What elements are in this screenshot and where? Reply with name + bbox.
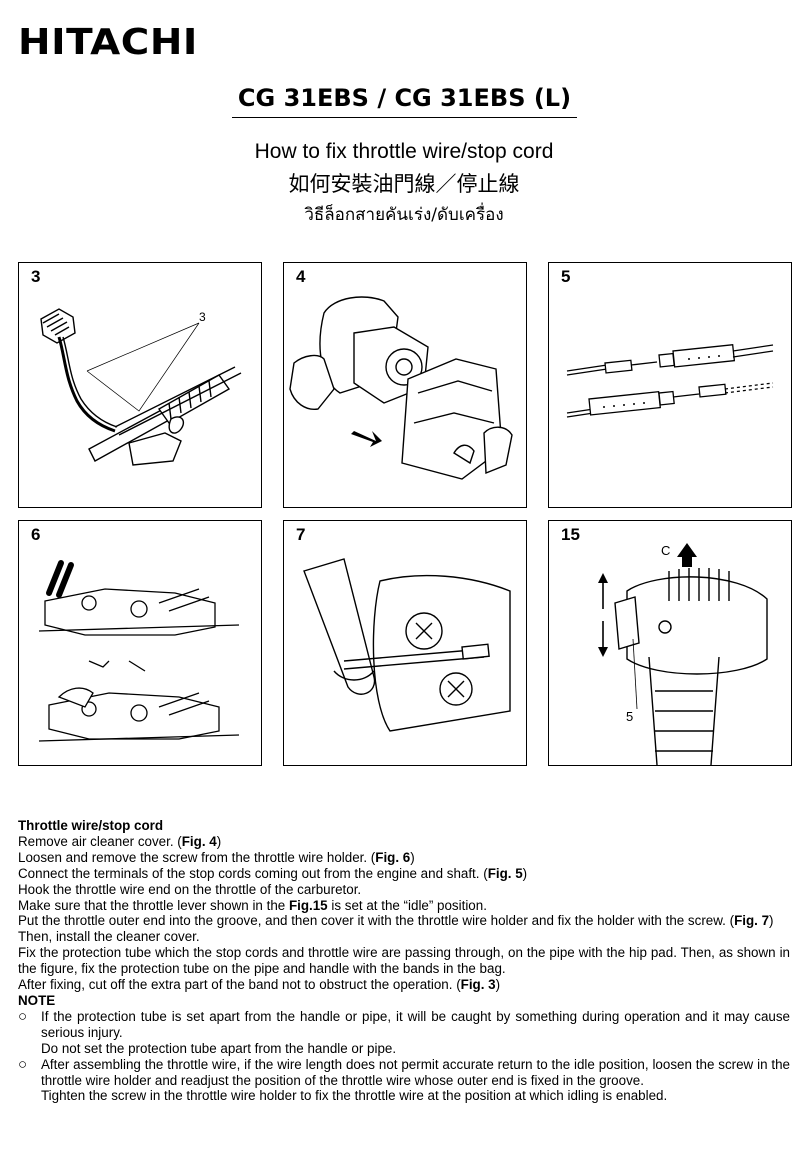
bullet-icon: ○ [18, 1007, 28, 1025]
step: After fixing, cut off the extra part of … [18, 977, 501, 993]
note-item: ○ After assembling the throttle wire, if… [18, 1055, 790, 1104]
figure-4-illustration [289, 296, 513, 480]
figure-3-illustration: 3 [40, 308, 242, 466]
note-heading: NOTE [18, 992, 56, 1008]
figure-7: 7 [283, 520, 527, 766]
figure-5-illustration [566, 344, 774, 418]
title-thai: วิธีล็อกสายคันเร่ง/ดับเครื่อง [304, 205, 504, 225]
step: Hook the throttle wire end on the thrott… [18, 881, 362, 897]
brand-logo: HITACHI [18, 22, 198, 63]
figure-4: 4 [283, 262, 527, 508]
figure-number: 5 [561, 267, 571, 286]
figure-number: 7 [296, 525, 306, 544]
title-chinese: 如何安裝油門線／停止線 [288, 172, 520, 196]
step: Loosen and remove the screw from the thr… [18, 849, 415, 865]
model-title: CG 31EBS / CG 31EBS (L) [237, 84, 572, 112]
instructions: Throttle wire/stop cord Remove air clean… [18, 818, 790, 1104]
figure-6-illustration [38, 560, 240, 742]
figure-7-illustration [303, 558, 511, 732]
figure-15: 15 C 5 [548, 520, 792, 766]
step: Put the throttle outer end into the groo… [18, 913, 774, 929]
figure-5: 5 [548, 262, 792, 508]
figure-15-illustration: C 5 [598, 543, 768, 765]
bullet-icon: ○ [18, 1055, 28, 1073]
callout-c: C [661, 543, 670, 558]
figure-6: 6 [18, 520, 262, 766]
note-item: ○ If the protection tube is set apart fr… [18, 1007, 790, 1056]
instructions-heading: Throttle wire/stop cord [18, 818, 164, 833]
figure-number: 15 [561, 525, 580, 544]
figure-number: 4 [296, 267, 306, 286]
title-english: How to fix throttle wire/stop cord [254, 140, 554, 163]
callout-3: 3 [199, 310, 206, 324]
figure-number: 3 [31, 267, 41, 286]
step: Remove air cleaner cover. (Fig. 4) [18, 833, 222, 849]
model-underline [232, 117, 577, 118]
step: Make sure that the throttle lever shown … [18, 897, 487, 913]
callout-5: 5 [626, 709, 633, 724]
step: Fix the protection tube which the stop c… [18, 945, 790, 977]
step: Connect the terminals of the stop cords … [18, 865, 528, 881]
figure-number: 6 [31, 525, 41, 544]
figure-3: 3 3 [18, 262, 262, 508]
step: Then, install the cleaner cover. [18, 929, 200, 945]
